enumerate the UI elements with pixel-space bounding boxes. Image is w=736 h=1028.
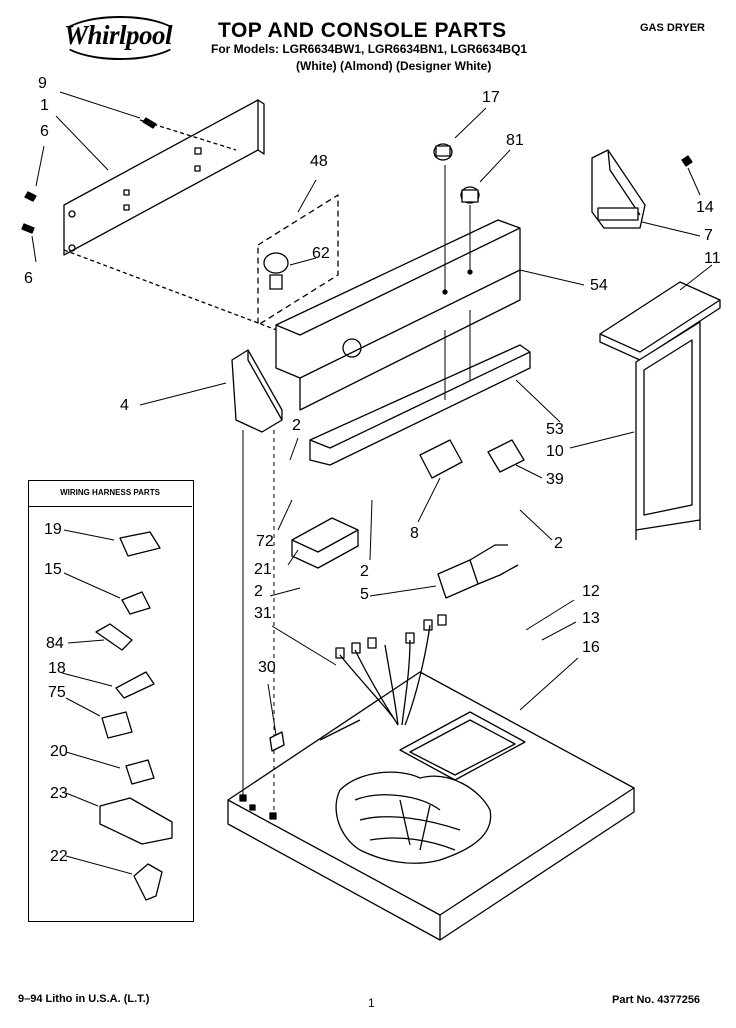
callout-62: 62 bbox=[312, 245, 330, 262]
footer-page-number: 1 bbox=[368, 996, 375, 1010]
right-endcap-drawing bbox=[591, 149, 693, 229]
callout-4: 4 bbox=[120, 397, 129, 414]
callout-11: 11 bbox=[704, 250, 721, 267]
callout-7: 7 bbox=[704, 227, 713, 244]
callout-8: 8 bbox=[410, 525, 419, 542]
footer-litho: 9–94 Litho in U.S.A. (L.T.) bbox=[18, 993, 150, 1005]
wiring-parts-drawings bbox=[95, 531, 173, 901]
brand-logo-ring bbox=[59, 16, 181, 60]
callout-13: 13 bbox=[582, 610, 600, 627]
callout-14: 14 bbox=[696, 199, 714, 216]
end-cap-drawing bbox=[231, 349, 283, 820]
models-line: For Models: LGR6634BW1, LGR6634BN1, LGR6… bbox=[211, 42, 528, 56]
colors-line: (White) (Almond) (Designer White) bbox=[296, 59, 492, 73]
lint-screen-drawing bbox=[599, 281, 721, 540]
callout-19: 19 bbox=[44, 521, 62, 538]
wiring-harness-heading: WIRING HARNESS PARTS bbox=[28, 480, 192, 507]
callout-72: 72 bbox=[256, 533, 274, 550]
callout-16: 16 bbox=[582, 639, 600, 656]
screws-drawing bbox=[21, 117, 157, 234]
callout-84: 84 bbox=[46, 635, 64, 652]
callout-23: 23 bbox=[50, 785, 68, 802]
callout-54: 54 bbox=[590, 277, 608, 294]
callout-2-a: 2 bbox=[292, 417, 301, 434]
brand-logo: Whirlpool bbox=[64, 20, 173, 50]
callout-1: 1 bbox=[40, 97, 49, 114]
callout-21: 21 bbox=[254, 561, 272, 578]
callout-6-top: 6 bbox=[40, 123, 49, 140]
callout-81: 81 bbox=[506, 132, 524, 149]
callout-30: 30 bbox=[258, 659, 276, 676]
callout-2-c: 2 bbox=[360, 563, 369, 580]
bracket-30-drawing bbox=[269, 731, 285, 752]
callout-53: 53 bbox=[546, 421, 564, 438]
callout-9: 9 bbox=[38, 75, 47, 92]
callout-15: 15 bbox=[44, 561, 62, 578]
callout-18: 18 bbox=[48, 660, 66, 677]
console-drawing bbox=[275, 165, 531, 466]
top-panel-drawing bbox=[227, 671, 635, 941]
callout-75: 75 bbox=[48, 684, 66, 701]
wiring-harness-drawing bbox=[319, 614, 447, 741]
callout-31: 31 bbox=[254, 605, 272, 622]
callout-39: 39 bbox=[546, 471, 564, 488]
callout-17: 17 bbox=[482, 89, 500, 106]
callout-12: 12 bbox=[582, 583, 600, 600]
callout-2-b: 2 bbox=[554, 535, 563, 552]
callout-10: 10 bbox=[546, 443, 564, 460]
callout-20: 20 bbox=[50, 743, 68, 760]
switches-drawing bbox=[291, 439, 525, 599]
knobs-drawing bbox=[257, 143, 480, 326]
footer-part-number: Part No. 4377256 bbox=[612, 994, 701, 1006]
callout-6-bottom: 6 bbox=[24, 270, 33, 287]
page-title: TOP AND CONSOLE PARTS bbox=[218, 19, 507, 42]
callout-5: 5 bbox=[360, 586, 369, 603]
product-type: GAS DRYER bbox=[640, 22, 705, 34]
callout-22: 22 bbox=[50, 848, 68, 865]
callout-48: 48 bbox=[310, 153, 328, 170]
callout-2-d: 2 bbox=[254, 583, 263, 600]
wiring-harness-box bbox=[28, 480, 194, 922]
control-panel-bracket-drawing bbox=[63, 99, 291, 336]
leader-lines bbox=[31, 91, 713, 875]
